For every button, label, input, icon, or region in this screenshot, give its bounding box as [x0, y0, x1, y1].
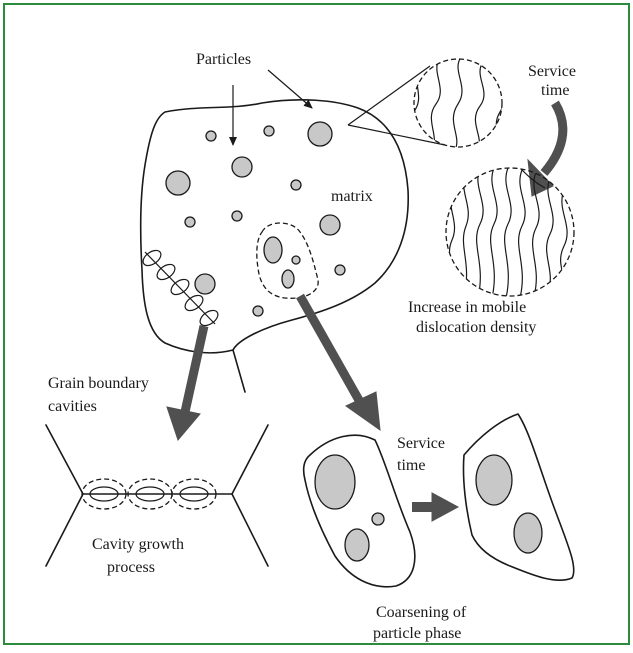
cavity-arrow [167, 326, 204, 440]
cavity-label-1: Cavity growth [92, 536, 184, 553]
grain-label-1: Grain boundary [48, 375, 149, 392]
particles-arrow-right [268, 70, 312, 108]
service-time-mid-2: time [397, 457, 425, 474]
coarsening-label-2: particle phase [373, 625, 461, 642]
service-arrow-curved [528, 103, 563, 196]
grain-label-2: cavities [48, 398, 97, 415]
mobile-label-1: Increase in mobile [408, 299, 526, 316]
mobile-label-2: dislocation density [416, 319, 536, 336]
matrix-label: matrix [331, 188, 373, 205]
coarsening-arrow [300, 296, 380, 430]
particles-label: Particles [196, 51, 251, 68]
cavity-label-2: process [107, 559, 155, 576]
dislocation-circle-after [446, 168, 574, 298]
zoom-cone [348, 66, 445, 145]
grain-after [463, 414, 573, 580]
dislocation-circle-before [411, 56, 504, 150]
service-time-top-1: Service [528, 63, 576, 80]
service-time-top-2: time [541, 82, 569, 99]
matrix-particles [166, 122, 345, 316]
coarsening-label-1: Coarsening of [376, 604, 467, 621]
particle-cluster [257, 223, 318, 298]
service-time-mid-1: Service [397, 435, 445, 452]
service-arrow-horizontal [412, 493, 458, 521]
